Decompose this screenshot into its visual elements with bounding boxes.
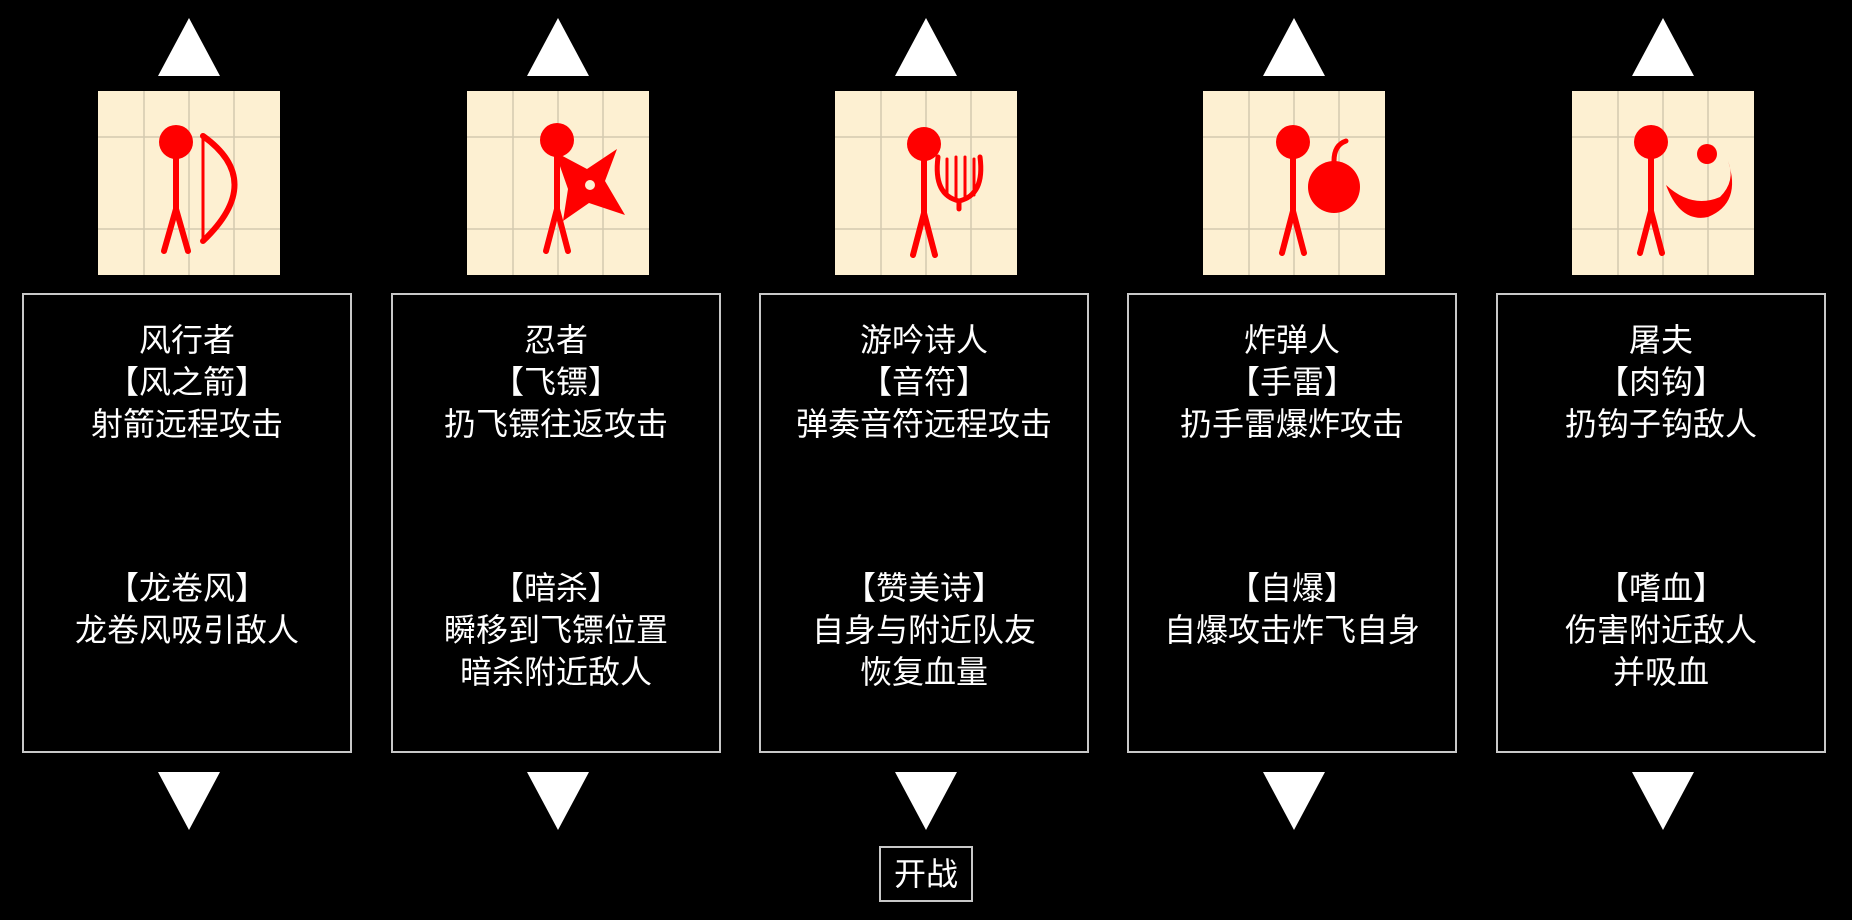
skill-title: 【音符】	[859, 363, 988, 401]
triangle-up-icon	[158, 18, 220, 76]
start-battle-button[interactable]: 开战	[879, 846, 973, 902]
skill-1: 【风之箭】 射箭远程攻击	[24, 361, 350, 445]
skill-description: 扔钩子钩敌人	[1564, 405, 1757, 443]
lyre-icon	[934, 154, 984, 212]
skill-title: 【自爆】	[1227, 569, 1356, 607]
character-portrait	[1572, 91, 1754, 275]
skill-title: 【暗杀】	[491, 569, 620, 607]
triangle-up-icon	[1632, 18, 1694, 76]
skill-description: 扔手雷爆炸攻击	[1179, 405, 1404, 443]
prev-character-button[interactable]	[158, 18, 220, 76]
character-name: 忍者	[523, 321, 588, 359]
bow-icon	[200, 133, 238, 244]
next-character-button[interactable]	[895, 772, 957, 830]
skill-description: 伤害附近敌人	[1564, 611, 1757, 649]
character-portrait	[835, 91, 1017, 275]
character-name: 游吟诗人	[859, 321, 988, 359]
next-character-button[interactable]	[527, 772, 589, 830]
stick-figure	[1634, 125, 1668, 256]
skill-2: 【嗜血】 伤害附近敌人 并吸血	[1498, 567, 1824, 693]
skill-1: 【飞镖】 扔飞镖往返攻击	[393, 361, 719, 445]
triangle-up-icon	[895, 18, 957, 76]
next-character-button[interactable]	[1632, 772, 1694, 830]
next-character-button[interactable]	[1263, 772, 1325, 830]
skill-title: 【肉钩】	[1596, 363, 1725, 401]
triangle-up-icon	[1263, 18, 1325, 76]
skill-description: 自爆攻击炸飞自身	[1163, 611, 1420, 649]
triangle-down-icon	[895, 772, 957, 830]
triangle-down-icon	[1263, 772, 1325, 830]
character-column-bard: 游吟诗人 【音符】 弹奏音符远程攻击 【赞美诗】 自身与附近队友 恢复血量	[759, 0, 1093, 840]
skill-2: 【龙卷风】 龙卷风吸引敌人	[24, 567, 350, 651]
character-column-ninja: 忍者 【飞镖】 扔飞镖往返攻击 【暗杀】 瞬移到飞镖位置 暗杀附近敌人	[391, 0, 725, 840]
skill-description: 自身与附近队友	[811, 611, 1036, 649]
prev-character-button[interactable]	[1263, 18, 1325, 76]
character-name: 屠夫	[1628, 321, 1693, 359]
skill-title: 【嗜血】	[1596, 569, 1725, 607]
character-card[interactable]: 炸弹人 【手雷】 扔手雷爆炸攻击 【自爆】 自爆攻击炸飞自身	[1127, 293, 1457, 753]
skill-title: 【龙卷风】	[106, 569, 267, 607]
skill-description: 龙卷风吸引敌人	[74, 611, 299, 649]
skill-title: 【赞美诗】	[843, 569, 1004, 607]
triangle-down-icon	[1632, 772, 1694, 830]
character-card[interactable]: 忍者 【飞镖】 扔飞镖往返攻击 【暗杀】 瞬移到飞镖位置 暗杀附近敌人	[391, 293, 721, 753]
character-card[interactable]: 屠夫 【肉钩】 扔钩子钩敌人 【嗜血】 伤害附近敌人 并吸血	[1496, 293, 1826, 753]
triangle-down-icon	[158, 772, 220, 830]
stick-figure	[159, 125, 193, 254]
skill-1: 【手雷】 扔手雷爆炸攻击	[1129, 361, 1455, 445]
next-character-button[interactable]	[158, 772, 220, 830]
character-column-windrunner: 风行者 【风之箭】 射箭远程攻击 【龙卷风】 龙卷风吸引敌人	[22, 0, 356, 840]
stick-figure	[1276, 125, 1310, 256]
skill-title: 【飞镖】	[491, 363, 620, 401]
character-portrait	[467, 91, 649, 275]
character-column-bomber: 炸弹人 【手雷】 扔手雷爆炸攻击 【自爆】 自爆攻击炸飞自身	[1127, 0, 1461, 840]
skill-2: 【赞美诗】 自身与附近队友 恢复血量	[761, 567, 1087, 693]
triangle-down-icon	[527, 772, 589, 830]
character-portrait	[1203, 91, 1385, 275]
skill-1: 【音符】 弹奏音符远程攻击	[761, 361, 1087, 445]
skill-description: 暗杀附近敌人	[459, 653, 652, 691]
prev-character-button[interactable]	[1632, 18, 1694, 76]
character-portrait	[98, 91, 280, 275]
character-name: 炸弹人	[1243, 321, 1340, 359]
skill-description: 并吸血	[1612, 653, 1709, 691]
skill-2: 【自爆】 自爆攻击炸飞自身	[1129, 567, 1455, 651]
skill-title: 【手雷】	[1227, 363, 1356, 401]
character-card[interactable]: 风行者 【风之箭】 射箭远程攻击 【龙卷风】 龙卷风吸引敌人	[22, 293, 352, 753]
skill-description: 弹奏音符远程攻击	[795, 405, 1052, 443]
skill-description: 恢复血量	[859, 653, 988, 691]
prev-character-button[interactable]	[527, 18, 589, 76]
skill-description: 扔飞镖往返攻击	[443, 405, 668, 443]
character-column-butcher: 屠夫 【肉钩】 扔钩子钩敌人 【嗜血】 伤害附近敌人 并吸血	[1496, 0, 1830, 840]
skill-2: 【暗杀】 瞬移到飞镖位置 暗杀附近敌人	[393, 567, 719, 693]
bomb-icon	[1308, 138, 1360, 213]
skill-description: 瞬移到飞镖位置	[443, 611, 668, 649]
skill-description: 射箭远程攻击	[90, 405, 283, 443]
prev-character-button[interactable]	[895, 18, 957, 76]
meat-hook-icon	[1666, 144, 1733, 218]
character-card[interactable]: 游吟诗人 【音符】 弹奏音符远程攻击 【赞美诗】 自身与附近队友 恢复血量	[759, 293, 1089, 753]
skill-1: 【肉钩】 扔钩子钩敌人	[1498, 361, 1824, 445]
stick-figure	[540, 123, 574, 254]
skill-title: 【风之箭】	[106, 363, 267, 401]
stick-figure	[907, 127, 941, 258]
triangle-up-icon	[527, 18, 589, 76]
shuriken-icon	[555, 149, 625, 221]
character-name: 风行者	[138, 321, 235, 359]
